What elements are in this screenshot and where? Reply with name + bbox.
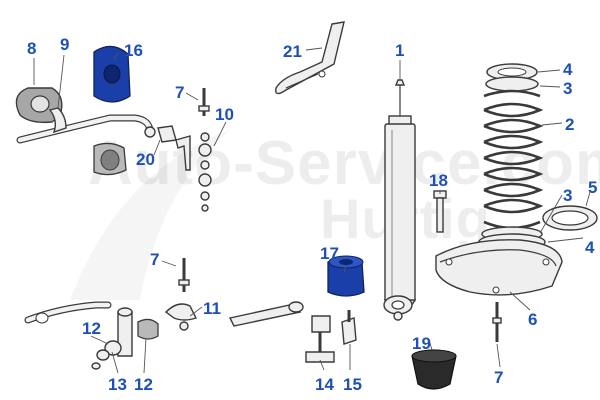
callout-15: 15 [343, 375, 362, 394]
callout-16: 16 [124, 41, 143, 60]
callout-6: 6 [528, 310, 538, 329]
shock-absorber [383, 79, 417, 321]
callout-7-middle: 7 [150, 250, 160, 269]
stabilizer-bar-top [15, 45, 177, 176]
callout-12-left: 12 [82, 319, 101, 338]
callout-1: 1 [395, 41, 405, 60]
callout-20: 20 [136, 150, 155, 169]
lower-link [228, 301, 357, 363]
bump-stop [411, 349, 457, 390]
stabilizer-bar-bottom [24, 258, 197, 370]
bolt [433, 190, 447, 233]
callout-17: 17 [320, 244, 339, 263]
callout-10: 10 [215, 105, 234, 124]
spring-seat-ring [542, 205, 598, 231]
mount-stud [492, 302, 502, 342]
callout-4-top: 4 [563, 60, 573, 79]
callout-19: 19 [412, 334, 431, 353]
callout-2: 2 [565, 115, 575, 134]
callout-3-bottom: 3 [563, 186, 573, 205]
spring-mount-plate [435, 239, 563, 296]
callout-18: 18 [429, 171, 448, 190]
coil-spring [478, 63, 546, 251]
callout-12-right: 12 [134, 375, 153, 394]
callout-7-top: 7 [175, 83, 185, 102]
callout-8: 8 [27, 39, 37, 58]
bracket [275, 21, 345, 95]
watermark-swoosh [70, 130, 230, 300]
callout-4-bottom: 4 [585, 238, 595, 257]
callout-5: 5 [588, 178, 598, 197]
leader-lines [33, 47, 591, 374]
callout-11: 11 [203, 299, 221, 318]
callout-21: 21 [283, 42, 302, 61]
callout-7-bottom: 7 [494, 368, 504, 387]
callout-14: 14 [315, 375, 334, 394]
callout-3-top: 3 [563, 79, 573, 98]
callout-13: 13 [108, 375, 127, 394]
drop-link-top [175, 88, 212, 212]
poly-bushing [327, 255, 365, 297]
callout-9: 9 [60, 35, 70, 54]
